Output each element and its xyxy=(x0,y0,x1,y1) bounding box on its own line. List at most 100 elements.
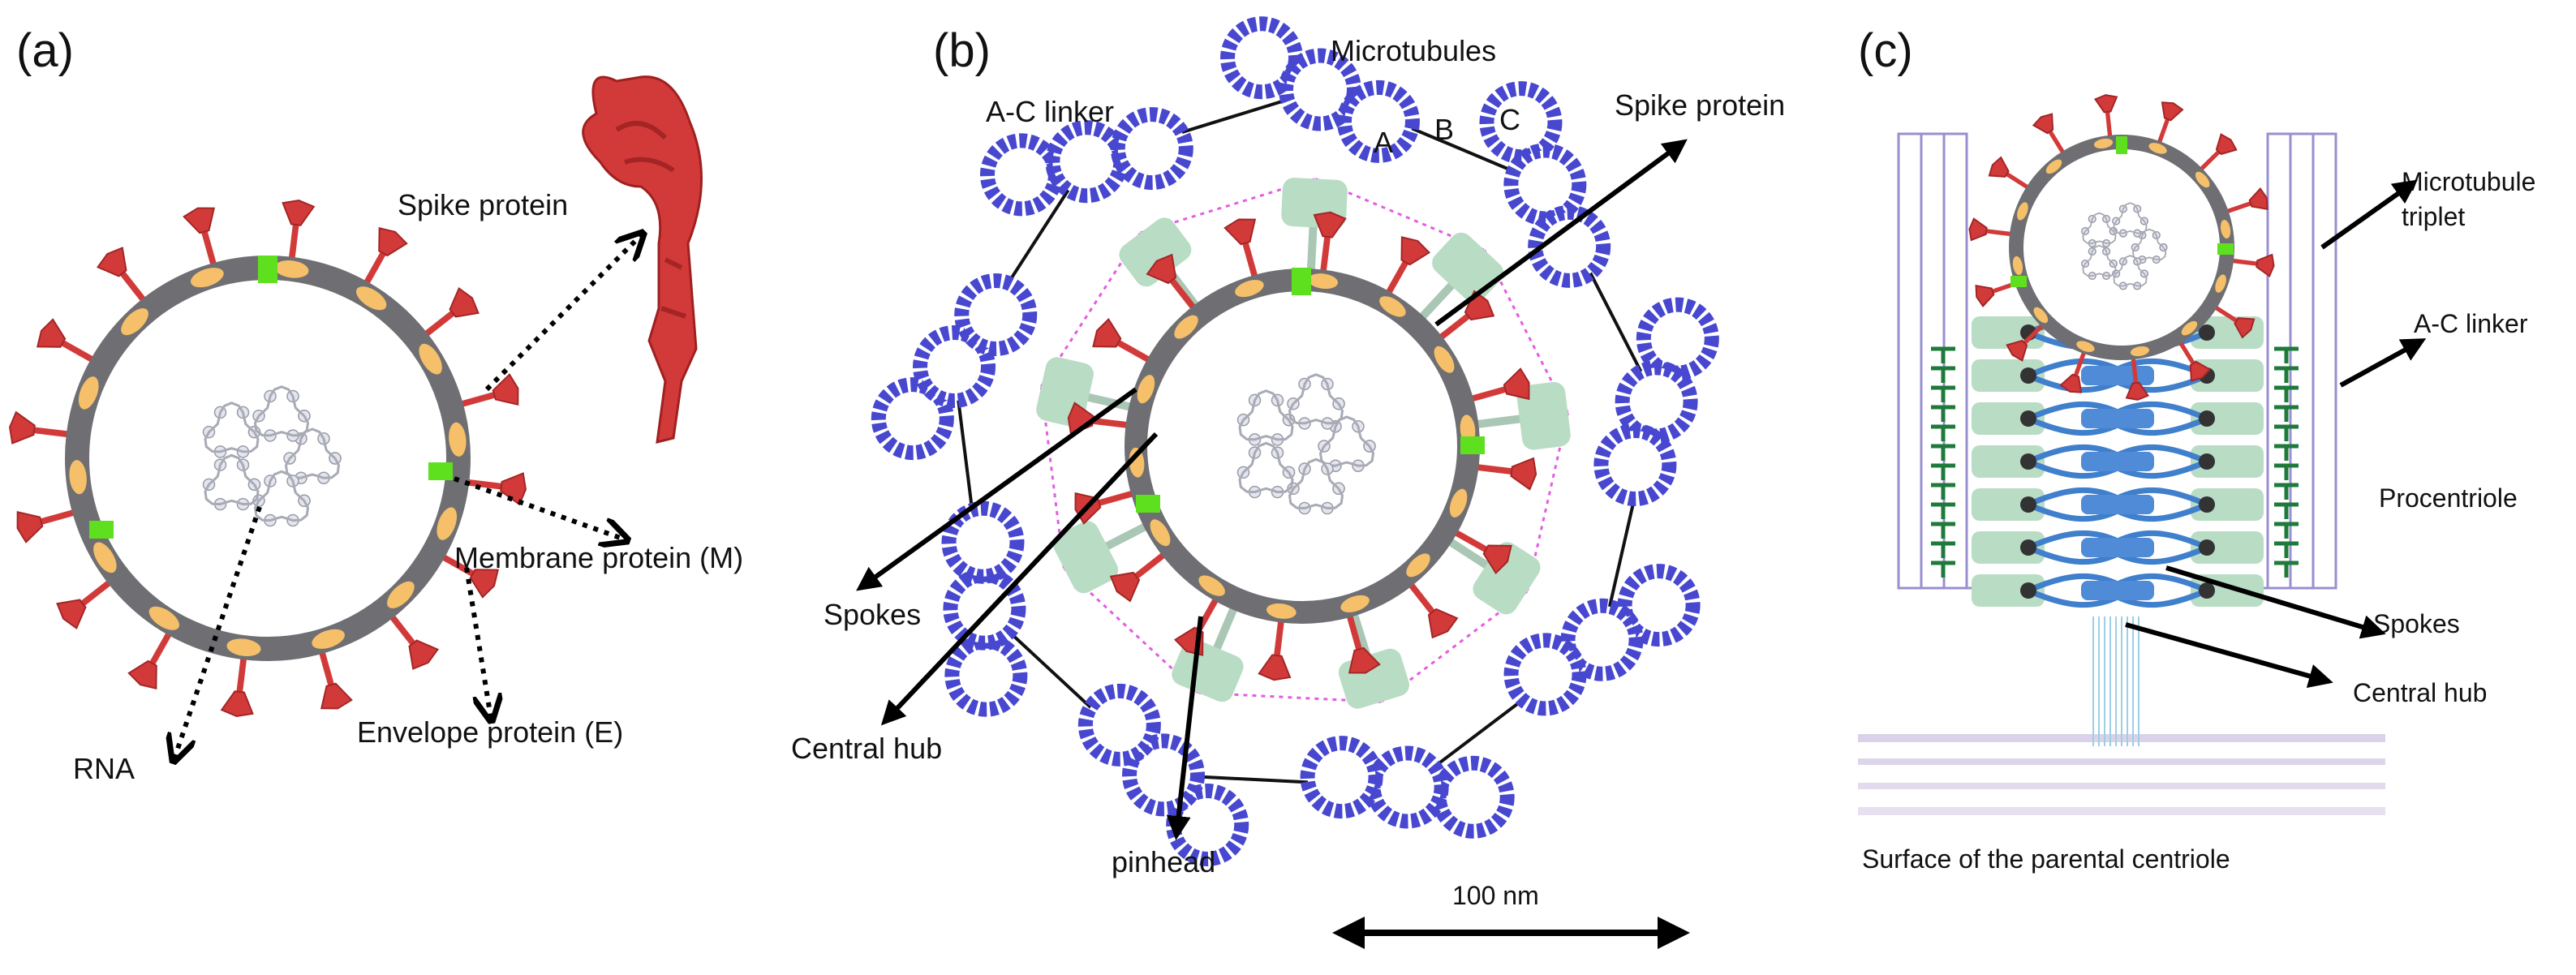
scale-bar-label: 100 nm xyxy=(1452,881,1539,910)
membrane-protein-icon xyxy=(419,343,442,375)
spike-icon xyxy=(2032,113,2068,159)
membrane-protein-icon xyxy=(1340,595,1370,612)
spike-protein-label: Spike protein xyxy=(398,188,568,221)
membrane-protein-icon xyxy=(2215,274,2226,293)
membrane-protein-icon xyxy=(1137,375,1155,404)
spokes-label: Spokes xyxy=(824,598,921,631)
membrane-protein-icon xyxy=(226,638,261,656)
central-hub-filaments xyxy=(2092,616,2139,746)
central-hub-label: Central hub xyxy=(791,732,942,765)
central-hub-arrow-c xyxy=(2125,622,2333,688)
membrane-protein-icon xyxy=(2195,171,2210,188)
spike-icon xyxy=(1988,156,2034,193)
spike-protein-structure-icon xyxy=(582,75,703,444)
membrane-protein-icon xyxy=(2220,219,2231,239)
ac-linker-label-c: A-C linker xyxy=(2414,309,2528,338)
ac-linker-arrow xyxy=(2339,338,2427,388)
spokes-label-c: Spokes xyxy=(2373,609,2460,638)
central-hub-label-c: Central hub xyxy=(2353,678,2487,707)
membrane-protein-icon xyxy=(191,268,224,288)
pinhead-icon xyxy=(1119,217,1192,287)
membrane-protein-ring-a xyxy=(69,260,467,656)
microtubule-triplets xyxy=(871,16,1719,866)
spokes-arrow xyxy=(856,387,1137,591)
spokes-arrow-c xyxy=(2165,565,2386,639)
microtubule-triplet-icon xyxy=(1300,736,1515,839)
membrane-protein-icon xyxy=(1266,603,1297,619)
procentriole-label: Procentriole xyxy=(2379,483,2518,513)
membrane-protein-icon xyxy=(356,286,387,311)
membrane-protein-icon xyxy=(2130,346,2150,357)
membrane-protein-icon xyxy=(1150,519,1171,547)
membrane-protein-icon xyxy=(1379,296,1406,317)
envelope-protein-icon xyxy=(1460,436,1485,454)
envelope-protein-icon xyxy=(89,521,114,539)
membrane-protein-icon xyxy=(437,507,458,540)
rna-coil-icon xyxy=(1236,373,1376,515)
microtubule-triplet-icon xyxy=(1503,564,1701,716)
envelope-protein-icon xyxy=(428,462,453,480)
membrane-arrow xyxy=(453,476,625,539)
panel-a: (a) Spike protein Membrane protein (M) E… xyxy=(9,24,743,785)
envelope-protein-icon xyxy=(2217,243,2234,255)
microtubule-triplet-icon xyxy=(941,500,1028,717)
membrane-protein-icon xyxy=(387,581,415,608)
membrane-protein-label: Membrane protein (M) xyxy=(454,541,743,574)
central-hub-arrow xyxy=(880,432,1159,726)
microtubule-triplet-icon xyxy=(871,273,1038,461)
pinhead-label: pinhead xyxy=(1112,845,1215,878)
pinhead-arrow xyxy=(1166,616,1203,840)
spike-arrow xyxy=(484,235,641,392)
scale-bar: 100 nm xyxy=(1332,881,1690,949)
membrane-protein-ring-c xyxy=(2012,138,2231,357)
spike-icon xyxy=(2155,101,2184,149)
panel-b-letter: (b) xyxy=(933,24,991,77)
membrane-protein-icon xyxy=(2148,143,2167,154)
membrane-protein-icon xyxy=(1434,346,1455,373)
membrane-protein-icon xyxy=(1235,280,1264,298)
spike-arrow-b xyxy=(1434,139,1688,327)
spike-icon xyxy=(2221,187,2269,216)
panel-b: (b) A B C Microtubules A-C linker Spike … xyxy=(791,16,1785,949)
microtubule-triplet-icon xyxy=(1593,297,1719,507)
membrane-protein-icon xyxy=(93,542,117,573)
pinhead-icon xyxy=(1516,381,1571,450)
membrane-protein-icon xyxy=(1406,553,1430,578)
pinhead-icon xyxy=(1052,521,1119,594)
membrane-protein-icon xyxy=(69,460,87,495)
spike-icon xyxy=(1109,546,1174,603)
ac-linker-cilia xyxy=(1931,346,2299,578)
microtubule-triplet-arrow xyxy=(2320,179,2418,250)
microtubule-triplet-label-line1: Microtubule xyxy=(2402,167,2535,196)
virus-particle-a xyxy=(9,200,527,717)
membrane-protein-icon xyxy=(2012,256,2023,276)
viral-membrane xyxy=(2009,135,2234,360)
membrane-protein-icon xyxy=(2181,320,2198,336)
procentriole-left-wall xyxy=(1897,132,2008,590)
spike-icon xyxy=(1146,253,1202,318)
envelope-protein-label: Envelope protein (E) xyxy=(357,715,623,749)
ac-linker-label: A-C linker xyxy=(986,95,1114,128)
membrane-protein-icon xyxy=(78,376,99,410)
panel-c: (c) xyxy=(1858,24,2535,874)
microtubule-triplet-label-line2: triplet xyxy=(2402,202,2465,231)
tubule-b-label: B xyxy=(1434,113,1454,146)
membrane-protein-icon xyxy=(2076,341,2095,352)
membrane-protein-icon xyxy=(2093,138,2114,149)
rna-label: RNA xyxy=(73,752,135,785)
microtubule-triplet-icon xyxy=(1077,683,1249,866)
microtubules-label: Microtubules xyxy=(1331,34,1496,67)
pinhead-icon xyxy=(1338,648,1409,709)
membrane-protein-icon xyxy=(1308,273,1339,290)
membrane-protein-icon xyxy=(148,606,179,630)
rna-coil-icon xyxy=(2080,202,2168,290)
spike-icon xyxy=(2195,133,2238,175)
spike-icon xyxy=(1402,574,1459,639)
tubule-c-label: C xyxy=(1499,103,1520,136)
spike-protein-label-b: Spike protein xyxy=(1615,88,1785,122)
microtubule-triplet-icon xyxy=(979,107,1193,217)
virus-particle-c xyxy=(1968,94,2275,401)
panel-a-letter: (a) xyxy=(16,24,74,77)
pinheads xyxy=(1036,178,1571,709)
